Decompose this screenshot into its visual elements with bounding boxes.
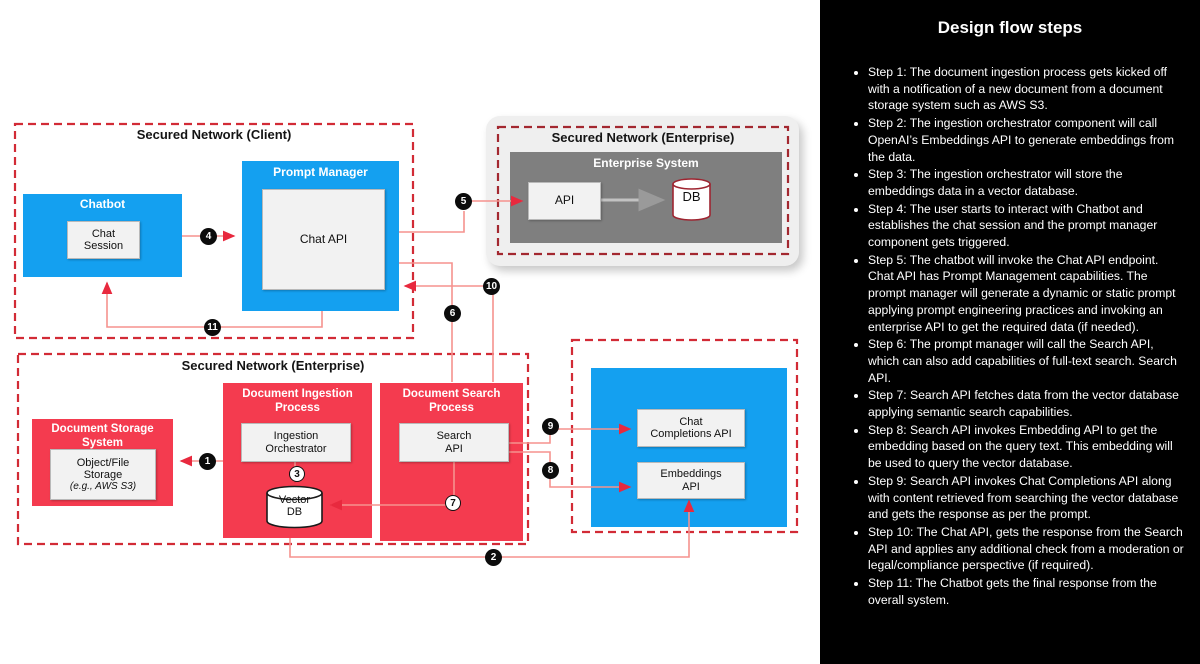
prompt-manager-title: Prompt Manager (273, 165, 368, 179)
api-box: API (528, 182, 601, 220)
step-badge-8: 8 (542, 462, 559, 479)
chatbot-title: Chatbot (79, 197, 126, 211)
step-badge-9: 9 (542, 418, 559, 435)
step-item-5: Step 5: The chatbot will invoke the Chat… (868, 252, 1186, 336)
enterprise-top-network-title: Secured Network (Enterprise) (551, 130, 735, 145)
step-badge-6: 6 (444, 305, 461, 322)
step-badge-10: 10 (483, 278, 500, 295)
step-badge-3: 3 (289, 466, 305, 482)
step-badge-2: 2 (485, 549, 502, 566)
chat-api-box: Chat API (262, 189, 385, 290)
object-file-storage-box: Object/File Storage (e.g., AWS S3) (50, 449, 156, 500)
vector-db-label: Vector DB (278, 494, 311, 519)
step-item-1: Step 1: The document ingestion process g… (868, 64, 1186, 114)
step-item-2: Step 2: The ingestion orchestrator compo… (868, 115, 1186, 165)
steps-title: Design flow steps (937, 18, 1083, 37)
flow-line-5a (399, 211, 465, 233)
client-network-title: Secured Network (Client) (136, 127, 292, 142)
doc-storage-title: Document Storage System (51, 423, 154, 449)
step-item-6: Step 6: The prompt manager will call the… (868, 336, 1186, 386)
object-file-storage-note: (e.g., AWS S3) (69, 481, 137, 493)
chat-session-box: Chat Session (67, 221, 140, 259)
step-badge-7: 7 (445, 495, 461, 511)
step-badge-11: 11 (204, 319, 221, 336)
openai-box (591, 368, 787, 527)
enterprise-bottom-network-title: Secured Network (Enterprise) (181, 358, 365, 373)
db-label: DB (682, 189, 701, 204)
enterprise-system-title: Enterprise System (593, 156, 699, 170)
doc-ingestion-title: Document Ingestion Process (242, 388, 353, 414)
step-item-8: Step 8: Search API invokes Embedding API… (868, 422, 1186, 472)
step-badge-5: 5 (455, 193, 472, 210)
step-item-4: Step 4: The user starts to interact with… (868, 201, 1186, 251)
step-item-9: Step 9: Search API invokes Chat Completi… (868, 473, 1186, 523)
search-api-box: Search API (399, 423, 509, 462)
ingestion-orchestrator-box: Ingestion Orchestrator (241, 423, 351, 462)
step-item-3: Step 3: The ingestion orchestrator will … (868, 166, 1186, 199)
architecture-diagram: Secured Network (Client) Secured Network… (13, 116, 799, 566)
step-item-11: Step 11: The Chatbot gets the final resp… (868, 575, 1186, 608)
step-list: Step 1: The document ingestion process g… (820, 64, 1200, 609)
connector-layer (13, 122, 799, 558)
step-item-7: Step 7: Search API fetches data from the… (868, 387, 1186, 420)
step-badge-4: 4 (200, 228, 217, 245)
step-badge-1: 1 (199, 453, 216, 470)
step-item-10: Step 10: The Chat API, gets the response… (868, 524, 1186, 574)
object-file-storage-label: Object/File Storage (76, 456, 130, 481)
embeddings-api-box: Embeddings API (637, 462, 745, 499)
doc-search-title: Document Search Process (402, 388, 501, 414)
steps-panel: Design flow steps Step 1: The document i… (820, 0, 1200, 664)
chat-completions-api-box: Chat Completions API (637, 409, 745, 447)
